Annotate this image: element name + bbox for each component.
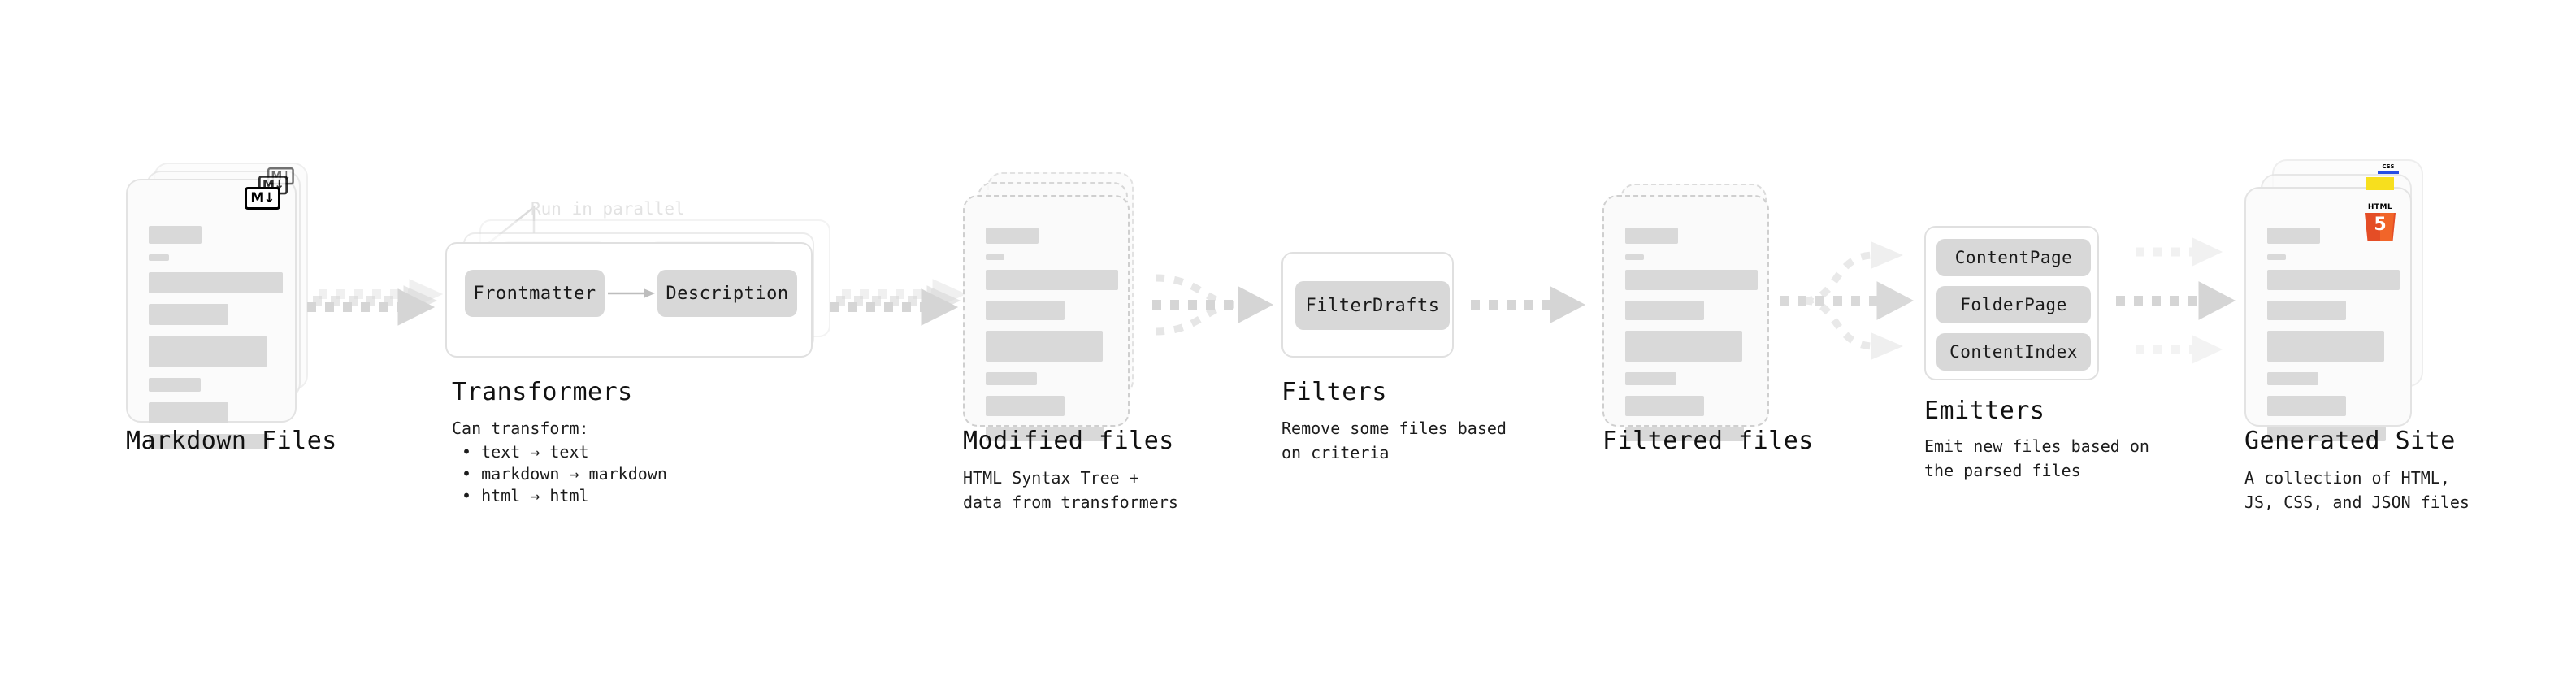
arrow-filtered-to-emitters-diverging: [1780, 241, 1915, 360]
markdown-card-placeholder-lines: [149, 226, 283, 459]
run-in-parallel-label: Run in parallel: [531, 199, 685, 219]
emitters-box: ContentPage FolderPage ContentIndex: [1924, 226, 2099, 380]
transformer-chip-label: Description: [666, 283, 789, 304]
filtered-card-front: [1602, 195, 1769, 441]
transformer-chip-description[interactable]: Description: [657, 270, 797, 317]
html5-badge-word: HTML: [2367, 203, 2393, 211]
emitter-chip-folderpage[interactable]: FolderPage: [1936, 286, 2091, 323]
modified-files-title: Modified files: [963, 427, 1174, 455]
arrow-filters-to-filtered: [1471, 286, 1586, 323]
emitter-chip-contentindex[interactable]: ContentIndex: [1936, 333, 2091, 371]
generated-site-title: Generated Site: [2244, 427, 2456, 455]
markdown-files-card-stack: M↓ M↓ M↓: [126, 163, 313, 449]
markdown-files-title: Markdown Files: [126, 427, 337, 455]
transformer-chip-frontmatter[interactable]: Frontmatter: [465, 270, 605, 317]
filtered-card-placeholder-lines: [1625, 228, 1758, 452]
filter-chip-filterdrafts[interactable]: FilterDrafts: [1295, 281, 1450, 330]
modified-card-placeholder-lines: [986, 228, 1118, 452]
generated-site-subtitle: A collection of HTML, JS, CSS, and JSON …: [2244, 468, 2470, 512]
arrow-modified-to-filters-converging: [1152, 274, 1274, 336]
emitters-title: Emitters: [1924, 397, 2045, 425]
filtered-files-title: Filtered files: [1602, 427, 1814, 455]
transformers-bullet-0: • text → text: [462, 442, 589, 462]
emitter-chip-label: ContentPage: [1954, 248, 2073, 267]
markdown-card-front: [126, 179, 297, 449]
transformers-box-front: Frontmatter Description: [445, 242, 813, 358]
transformer-chip-label: Frontmatter: [473, 283, 596, 304]
arrow-transformers-to-modified: [830, 279, 967, 326]
filtered-files-card-stack: [1602, 184, 1789, 444]
html5-badge: HTML 5: [2365, 203, 2396, 241]
filters-subtitle: Remove some files based on criteria: [1281, 419, 1507, 462]
generated-site-card-stack: CSS HTML 5: [2244, 159, 2431, 441]
emitter-chip-contentpage[interactable]: ContentPage: [1936, 239, 2091, 276]
emitter-chip-label: FolderPage: [1960, 295, 2067, 314]
modified-card-front: [963, 195, 1130, 441]
css-badge-bar: [2378, 171, 2399, 174]
transformers-subtitle: Can transform:: [452, 419, 589, 438]
html5-badge-digit: 5: [2374, 215, 2387, 235]
generated-card-placeholder-lines: [2267, 228, 2400, 452]
arrow-emitters-to-site: [2116, 237, 2236, 364]
transformer-inner-arrow: [608, 288, 655, 298]
arrow-markdown-to-transformers: [307, 279, 444, 326]
transformers-bullet-1: • markdown → markdown: [462, 464, 667, 484]
transformers-card-stack: Frontmatter Description: [445, 219, 835, 358]
filter-chip-label: FilterDrafts: [1305, 295, 1440, 316]
modified-files-card-stack: [963, 172, 1150, 441]
transformers-title: Transformers: [452, 378, 633, 406]
js-badge: [2366, 177, 2394, 190]
filters-title: Filters: [1281, 378, 1387, 406]
modified-files-subtitle: HTML Syntax Tree + data from transformer…: [963, 468, 1178, 512]
css-badge-label: CSS: [2382, 163, 2395, 170]
markdown-badge-front: M↓: [245, 187, 280, 210]
css-badge: CSS: [2376, 163, 2400, 174]
html5-badge-shield-inner: [2380, 213, 2394, 241]
emitters-subtitle: Emit new files based on the parsed files: [1924, 436, 2149, 480]
markdown-badge-text: M↓: [250, 189, 275, 206]
emitter-chip-label: ContentIndex: [1949, 342, 2078, 362]
filters-box: FilterDrafts: [1281, 252, 1454, 358]
transformers-bullet-2: • html → html: [462, 486, 589, 505]
